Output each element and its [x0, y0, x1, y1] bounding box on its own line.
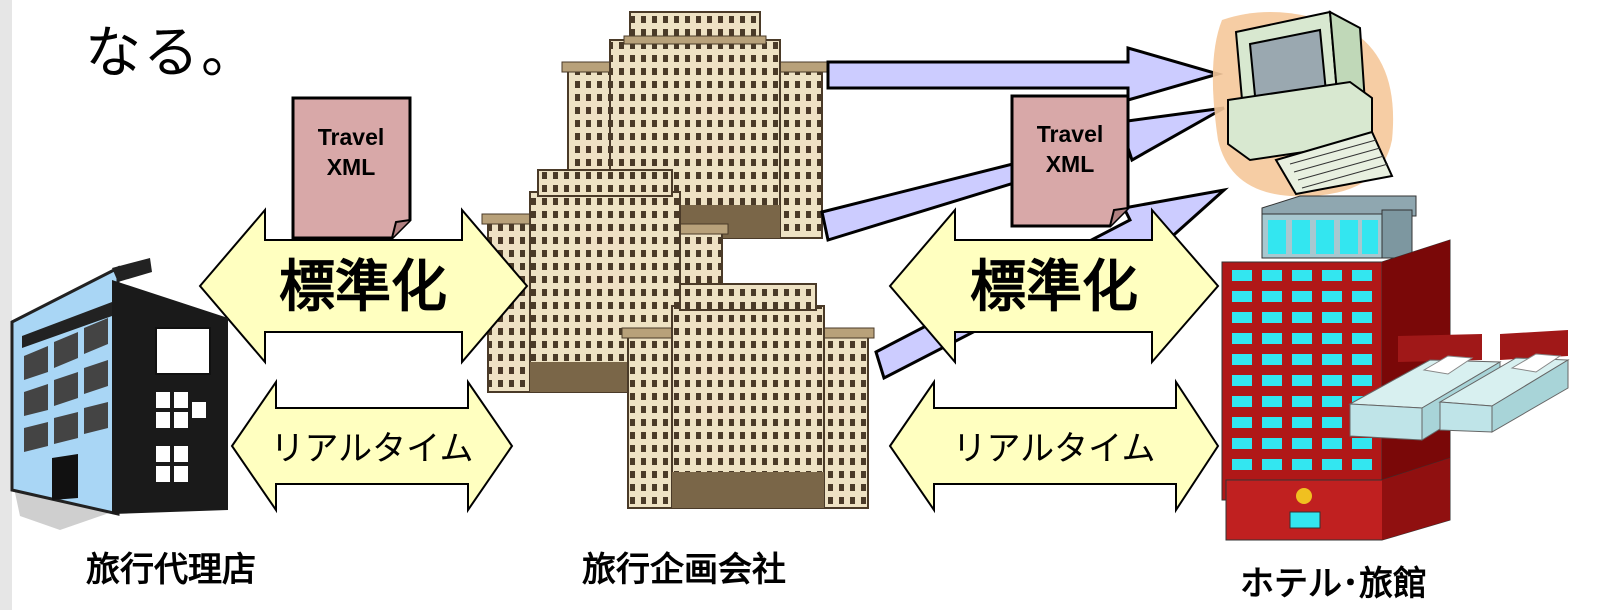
- hotel-window: [1232, 312, 1252, 323]
- standardize-label: 標準化: [970, 255, 1138, 320]
- hotel-window: [1352, 333, 1372, 344]
- hotel-window: [1352, 375, 1372, 386]
- hotel-window: [1262, 354, 1282, 365]
- hotel-window: [1322, 375, 1342, 386]
- realtime-arrow-right: リアルタイム: [888, 378, 1220, 514]
- hotel-window: [1322, 354, 1342, 365]
- hotel-window: [1322, 312, 1342, 323]
- hotel-window: [1352, 354, 1372, 365]
- realtime-arrow-left: リアルタイム: [230, 378, 514, 514]
- hotel-window: [1262, 291, 1282, 302]
- standardize-arrow-left: 標準化: [198, 207, 529, 365]
- hotel-window: [1292, 417, 1312, 428]
- realtime-label: リアルタイム: [953, 429, 1156, 469]
- hotel-window: [1232, 270, 1252, 281]
- tour-operator-building-icon: [481, 11, 875, 509]
- hotel-window: [1322, 438, 1342, 449]
- hotel-window: [1352, 312, 1372, 323]
- hotel-window: [1292, 459, 1312, 470]
- hotel-window: [1262, 270, 1282, 281]
- hotel-window: [1292, 333, 1312, 344]
- hotel-window: [1262, 459, 1282, 470]
- document-label-line1: Travel: [1037, 121, 1104, 147]
- hotel-window: [1292, 312, 1312, 323]
- standardize-label: 標準化: [279, 255, 447, 320]
- hotel-window: [1352, 438, 1372, 449]
- hotel-beds-icon: [1348, 330, 1570, 441]
- standardize-arrow-right: 標準化: [888, 207, 1220, 365]
- caption-travel-agency: 旅行代理店: [86, 550, 256, 590]
- travel-xml-document-right: Travel XML: [1010, 94, 1130, 228]
- document-label-line1: Travel: [318, 124, 385, 150]
- hotel-window: [1232, 438, 1252, 449]
- hotel-window: [1352, 291, 1372, 302]
- computer-terminal-icon: [1212, 10, 1394, 197]
- hotel-window: [1292, 291, 1312, 302]
- page-heading: なる。: [85, 21, 259, 86]
- hotel-window: [1352, 270, 1372, 281]
- hotel-window: [1232, 375, 1252, 386]
- realtime-label: リアルタイム: [271, 429, 474, 469]
- hotel-window: [1232, 291, 1252, 302]
- hotel-window: [1232, 396, 1252, 407]
- hotel-building-icon: [1221, 195, 1451, 541]
- document-label-line2: XML: [327, 154, 376, 180]
- hotel-window: [1232, 459, 1252, 470]
- hotel-window: [1292, 270, 1312, 281]
- hotel-window: [1262, 396, 1282, 407]
- hotel-window: [1352, 459, 1372, 470]
- hotel-window: [1292, 438, 1312, 449]
- hotel-window: [1322, 417, 1342, 428]
- hotel-window: [1262, 438, 1282, 449]
- document-label-line2: XML: [1046, 151, 1095, 177]
- hotel-window: [1322, 270, 1342, 281]
- flow-arrow-top: [826, 46, 1224, 102]
- hotel-window: [1262, 375, 1282, 386]
- left-edge-strip: [0, 0, 12, 610]
- hotel-window: [1232, 354, 1252, 365]
- hotel-window: [1292, 396, 1312, 407]
- travel-agency-building-icon: [10, 258, 228, 530]
- hotel-window: [1322, 291, 1342, 302]
- hotel-window: [1322, 333, 1342, 344]
- hotel-window: [1322, 459, 1342, 470]
- hotel-window: [1292, 375, 1312, 386]
- office-tower-front: [621, 283, 875, 509]
- hotel-window: [1262, 333, 1282, 344]
- hotel-window: [1232, 417, 1252, 428]
- hotel-window: [1262, 417, 1282, 428]
- hotel-window: [1322, 396, 1342, 407]
- hotel-window: [1232, 333, 1252, 344]
- hotel-window: [1262, 312, 1282, 323]
- caption-hotel: ホテル･旅館: [1240, 564, 1427, 604]
- caption-tour-operator: 旅行企画会社: [582, 550, 786, 590]
- travel-xml-document-left: Travel XML: [291, 96, 412, 240]
- hotel-window: [1292, 354, 1312, 365]
